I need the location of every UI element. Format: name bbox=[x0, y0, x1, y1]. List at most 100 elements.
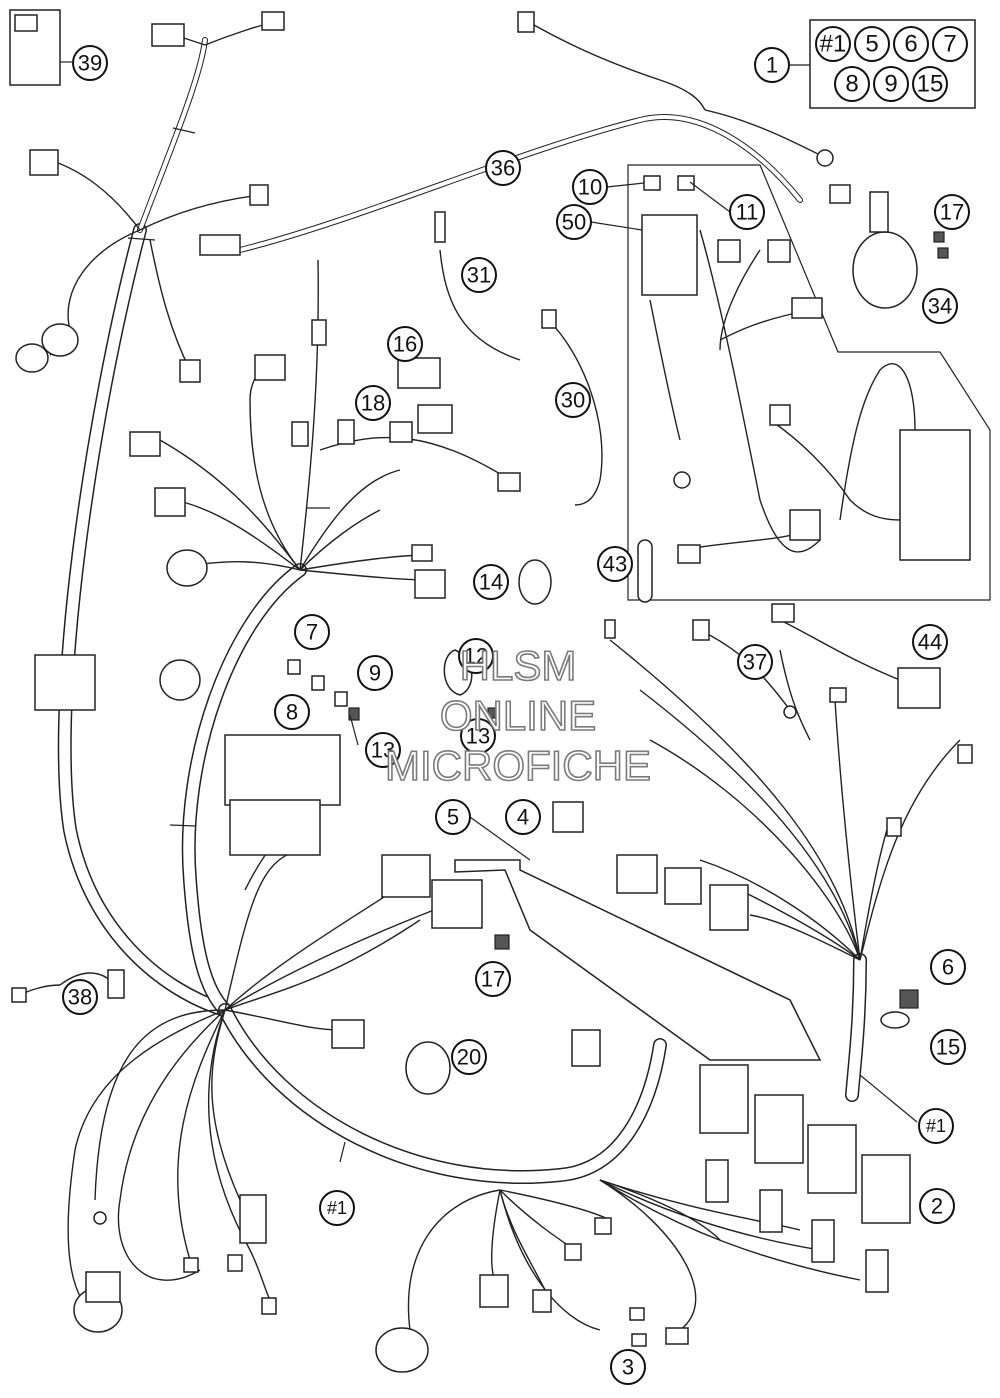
connector bbox=[29, 149, 59, 176]
callout-13-left: 13 bbox=[365, 732, 401, 768]
svg-text:#1: #1 bbox=[926, 1116, 946, 1136]
svg-text:18: 18 bbox=[361, 391, 385, 416]
callout-17-center: 17 bbox=[475, 961, 511, 997]
large-connector bbox=[34, 654, 96, 711]
svg-text:30: 30 bbox=[561, 388, 585, 413]
connector-round bbox=[375, 1327, 429, 1373]
connector bbox=[381, 854, 431, 898]
svg-text:14: 14 bbox=[479, 570, 503, 595]
connector bbox=[616, 854, 658, 894]
fuse-11 bbox=[677, 175, 695, 191]
connector bbox=[227, 1254, 243, 1272]
callout-harness-left: #1 bbox=[319, 1190, 355, 1226]
connector bbox=[665, 1327, 689, 1345]
callout-11: 11 bbox=[729, 194, 765, 230]
horn-34 bbox=[852, 231, 918, 309]
fuse-10 bbox=[643, 175, 661, 191]
watermark-line2: ONLINE bbox=[440, 692, 596, 739]
svg-text:6: 6 bbox=[942, 955, 954, 980]
connector bbox=[431, 879, 483, 929]
svg-text:12: 12 bbox=[464, 644, 488, 669]
svg-text:5: 5 bbox=[447, 805, 459, 830]
svg-text:16: 16 bbox=[393, 332, 417, 357]
screw-13 bbox=[348, 707, 360, 721]
relay-4 bbox=[552, 801, 584, 833]
connector bbox=[957, 744, 973, 764]
svg-text:10: 10 bbox=[578, 175, 602, 200]
connector bbox=[886, 817, 902, 837]
connector bbox=[692, 619, 710, 641]
ring-terminal bbox=[93, 1211, 107, 1225]
svg-text:20: 20 bbox=[457, 1045, 481, 1070]
watermark-line3: MICROFICHE bbox=[385, 742, 651, 789]
svg-text:2: 2 bbox=[931, 1194, 943, 1219]
connector bbox=[261, 1297, 277, 1315]
callout-30: 30 bbox=[555, 382, 591, 418]
kit-box-row2: 8 9 15 bbox=[834, 66, 948, 102]
connector bbox=[829, 687, 847, 703]
part-18-component bbox=[389, 421, 413, 443]
svg-text:37: 37 bbox=[743, 650, 767, 675]
callout-31: 31 bbox=[461, 257, 497, 293]
ring-terminal bbox=[673, 471, 691, 489]
relay-socket bbox=[759, 1189, 783, 1233]
kit-item: 9 bbox=[884, 71, 897, 98]
callout-2: 2 bbox=[919, 1188, 955, 1224]
callout-leaders bbox=[339, 181, 918, 1163]
kit-item: 5 bbox=[865, 31, 878, 58]
connector bbox=[291, 421, 309, 447]
connector bbox=[183, 1257, 199, 1273]
connector bbox=[151, 23, 185, 47]
relay-2 bbox=[699, 1064, 749, 1134]
svg-text:34: 34 bbox=[928, 294, 952, 319]
svg-text:11: 11 bbox=[736, 200, 759, 225]
fuse-8 bbox=[311, 675, 325, 691]
kit-item: 15 bbox=[917, 71, 944, 98]
connector bbox=[532, 1289, 552, 1313]
connector bbox=[479, 1274, 509, 1308]
connector bbox=[717, 239, 741, 263]
clamp-15 bbox=[880, 1011, 910, 1029]
lead bbox=[434, 211, 446, 243]
connector bbox=[517, 11, 535, 33]
connector bbox=[664, 867, 702, 905]
screw-6 bbox=[899, 989, 919, 1009]
svg-text:17: 17 bbox=[481, 967, 505, 992]
screw-17 bbox=[937, 247, 949, 259]
relay-socket bbox=[705, 1159, 729, 1203]
connector bbox=[11, 987, 27, 1003]
connector bbox=[199, 234, 241, 256]
fuse-box-base bbox=[229, 799, 321, 856]
callout-5: 5 bbox=[435, 799, 471, 835]
connector bbox=[497, 472, 521, 492]
svg-text:13: 13 bbox=[371, 738, 395, 763]
relay-socket bbox=[865, 1249, 889, 1293]
callout-37: 37 bbox=[737, 644, 773, 680]
svg-text:9: 9 bbox=[369, 661, 381, 686]
svg-text:13: 13 bbox=[466, 724, 490, 749]
connector bbox=[629, 1307, 645, 1321]
callout-43: 43 bbox=[597, 546, 633, 582]
kit-item: 8 bbox=[845, 71, 858, 98]
connector bbox=[414, 569, 446, 599]
connector bbox=[677, 544, 701, 564]
callout-20: 20 bbox=[451, 1039, 487, 1075]
svg-text:7: 7 bbox=[306, 620, 318, 645]
connector bbox=[179, 359, 201, 383]
part-16-connector bbox=[417, 404, 453, 434]
connector bbox=[261, 11, 285, 31]
svg-text:#1: #1 bbox=[327, 1198, 347, 1218]
callout-44: 44 bbox=[912, 624, 948, 660]
connector bbox=[709, 884, 749, 931]
sensor bbox=[816, 149, 834, 167]
kit-item: #1 bbox=[820, 31, 847, 58]
callout-18: 18 bbox=[355, 385, 391, 421]
svg-text:4: 4 bbox=[517, 805, 529, 830]
callout-7: 7 bbox=[294, 614, 330, 650]
kit-box-row1: #1 5 6 7 bbox=[815, 26, 968, 62]
relay-50 bbox=[641, 214, 698, 296]
screw-13 bbox=[487, 707, 499, 719]
connector bbox=[411, 544, 433, 562]
svg-text:15: 15 bbox=[936, 1035, 960, 1060]
relay-2 bbox=[807, 1124, 857, 1194]
